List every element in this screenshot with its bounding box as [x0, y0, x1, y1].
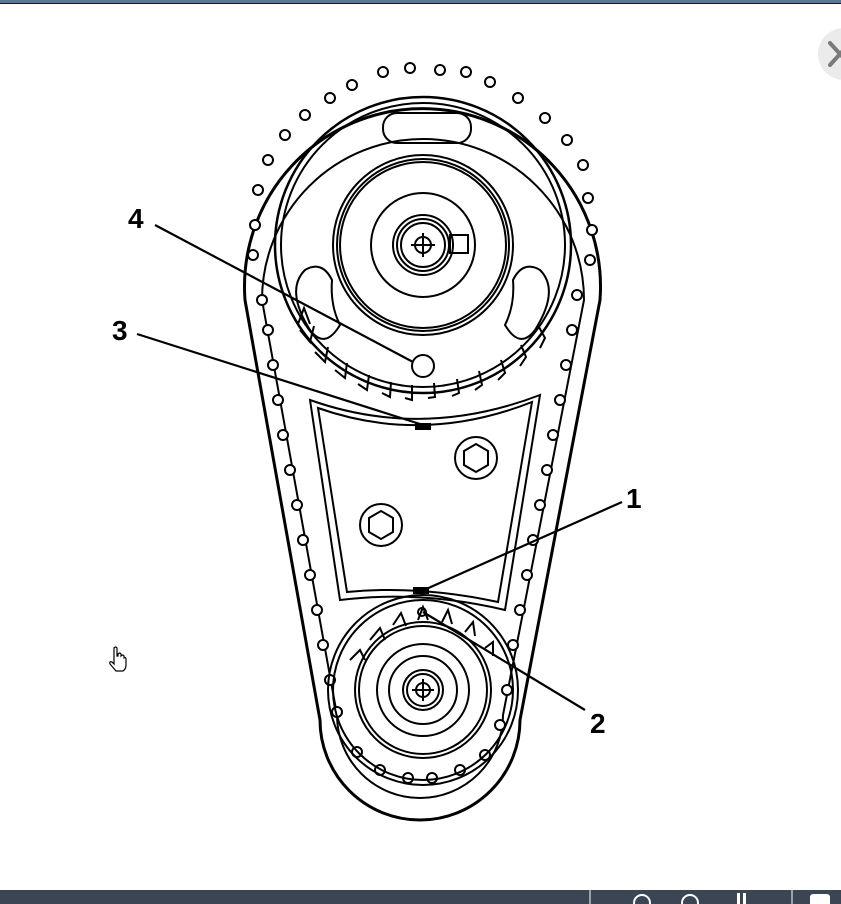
toolbar-divider [791, 890, 793, 904]
box-icon[interactable] [808, 893, 834, 904]
viewer-toolbar [0, 890, 841, 904]
callout-1: 1 [626, 483, 642, 514]
camshaft-sprocket [273, 95, 573, 402]
toolbar-divider [589, 890, 591, 904]
viewer-top-bar [0, 0, 841, 4]
crankshaft-sprocket [327, 594, 519, 786]
chain-guide [308, 393, 542, 612]
leader-lines [136, 224, 623, 711]
hand-pointer-icon [109, 646, 127, 672]
zoom-out-icon[interactable] [680, 893, 702, 904]
callout-4: 4 [128, 203, 144, 234]
close-icon [828, 41, 841, 67]
close-button[interactable] [818, 28, 841, 80]
callout-2: 2 [590, 708, 606, 739]
callout-3: 3 [112, 315, 128, 346]
timing-chain-diagram [136, 62, 623, 822]
pause-icon[interactable] [735, 893, 749, 904]
zoom-in-icon[interactable] [632, 893, 654, 904]
